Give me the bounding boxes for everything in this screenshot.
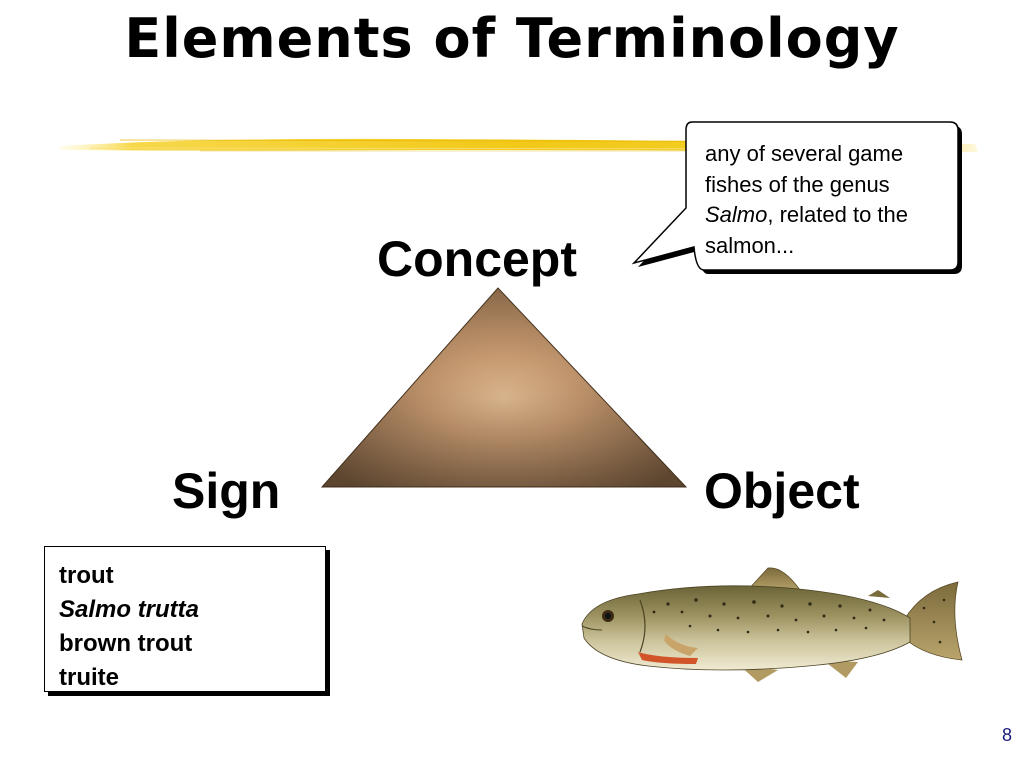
concept-label: Concept — [377, 231, 577, 287]
definition-text-before: any of several game fishes of the genus — [705, 141, 904, 197]
object-label: Object — [704, 463, 860, 519]
slide-title: Elements of Terminology — [124, 7, 900, 70]
trout-fish-icon — [581, 567, 963, 682]
term-scientific-name: Salmo trutta — [59, 596, 200, 623]
definition-text: any of several game fishes of the genus … — [705, 139, 950, 261]
term-trout: trout — [59, 562, 114, 589]
sign-label: Sign — [172, 463, 281, 519]
term-brown-trout: brown trout — [59, 630, 193, 657]
definition-text-after: , related to the salmon... — [705, 202, 909, 258]
term-truite: truite — [59, 664, 119, 691]
definition-genus: Salmo — [705, 202, 768, 227]
speech-bubble — [631, 121, 962, 274]
semiotic-triangle — [320, 287, 688, 488]
page-number: 8 — [1001, 725, 1012, 745]
sign-terms-box: trout Salmo trutta brown trout truite — [44, 546, 326, 692]
